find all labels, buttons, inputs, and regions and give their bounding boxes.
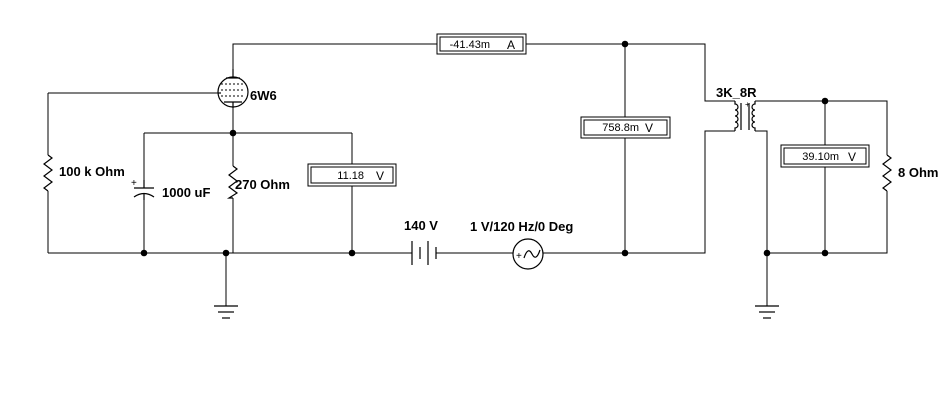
cathode-voltmeter-value: 11.18 [337,170,364,182]
ammeter-plate-current[interactable]: -41.43m A [436,33,527,55]
resistor-8-ohm[interactable] [882,154,892,192]
resistor-100k[interactable] [43,154,53,192]
ammeter-value: -41.43m [450,39,490,51]
tube-label: 6W6 [250,88,277,103]
resistor-270[interactable] [226,165,239,199]
battery-label: 140 V [404,218,438,233]
voltmeter-primary[interactable]: 758.8m V [580,116,671,139]
transformer-label: 3K_8R [716,85,757,100]
battery-140v[interactable] [411,241,437,265]
voltmeter-secondary[interactable]: 39.10m V [780,144,870,168]
junction-dots [140,40,829,257]
ground-symbol-right [755,305,779,319]
junction-dot [621,40,629,48]
resistor-100k-label: 100 k Ohm [59,164,125,179]
secondary-voltmeter-unit: V [848,150,856,164]
resistor-270-label: 270 Ohm [235,177,290,192]
transformer-3k-8r[interactable]: + [734,100,756,131]
junction-dot [621,249,629,257]
junction-dot [763,249,771,257]
voltmeter-cathode[interactable]: 11.18 V [307,163,397,187]
junction-dot [222,249,230,257]
svg-text:+: + [745,100,750,109]
load-resistor-label: 8 Ohm [898,165,938,180]
vacuum-tube-6w6[interactable] [217,69,249,108]
ac-source-label: 1 V/120 Hz/0 Deg [470,219,573,234]
primary-voltmeter-value: 758.8m [602,122,639,134]
junction-dot [821,97,829,105]
capacitor-1000uf[interactable]: + [131,178,155,200]
junction-dot [821,249,829,257]
ground-symbol-left [214,305,238,319]
junction-dot [140,249,148,257]
capacitor-label: 1000 uF [162,185,210,200]
secondary-voltmeter-value: 39.10m [802,151,839,163]
junction-dot [348,249,356,257]
ac-voltage-source[interactable]: + [512,238,544,270]
primary-voltmeter-unit: V [645,121,653,135]
ammeter-unit: A [507,38,515,52]
cathode-voltmeter-unit: V [376,169,384,183]
svg-text:+: + [131,178,137,189]
svg-text:+: + [516,251,522,262]
junction-dot [229,129,237,137]
wires [47,43,888,306]
